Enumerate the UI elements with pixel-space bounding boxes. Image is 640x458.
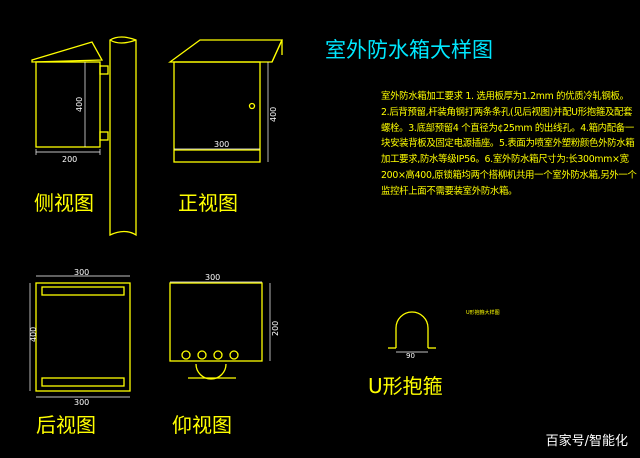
side-view-label: 侧视图 <box>34 191 94 215</box>
side-view: 200 400 侧视图 <box>31 36 137 237</box>
cable-hole-2 <box>197 350 207 360</box>
side-width-label: 200 <box>62 155 77 164</box>
side-height-label: 400 <box>75 97 84 112</box>
watermark: 百家号/智能化 <box>545 434 628 449</box>
pole <box>109 36 137 237</box>
bottom-width-label: 300 <box>205 273 220 282</box>
side-box <box>35 61 101 148</box>
front-height-label: 400 <box>269 107 278 122</box>
cable-hole-3 <box>213 350 223 360</box>
back-view-label: 后视图 <box>36 413 96 437</box>
bottom-view-label: 仰视图 <box>172 413 232 437</box>
bottom-pole <box>195 363 227 380</box>
ubolt-width-label: 90 <box>406 352 415 360</box>
drawing-title: 室外防水箱大样图 <box>325 38 493 62</box>
back-height-label: 400 <box>29 327 38 342</box>
ubolt-label: U形抱箍 <box>368 374 443 398</box>
bottom-view: 300 200 仰视图 <box>169 273 280 437</box>
back-slot-top <box>41 286 125 296</box>
bottom-box <box>169 282 263 362</box>
back-view: 300 300 400 后视图 <box>29 268 131 437</box>
cable-hole-1 <box>181 350 191 360</box>
front-view: 300 400 正视图 <box>168 39 284 215</box>
back-bottom-width-label: 300 <box>74 398 89 407</box>
back-box <box>35 282 131 392</box>
front-view-label: 正视图 <box>178 191 238 215</box>
pole-top <box>109 39 137 44</box>
back-top-width-label: 300 <box>74 268 89 277</box>
ubolt-small-caption: U形抱箍大样图 <box>466 309 500 316</box>
bottom-depth-label: 200 <box>271 321 280 336</box>
side-roof <box>31 41 104 63</box>
front-lock <box>248 102 256 110</box>
ubolt-view: 90 U形抱箍 <box>368 311 443 398</box>
cable-hole-4 <box>229 350 239 360</box>
back-slot-bottom <box>41 377 125 387</box>
side-bracket-top <box>99 65 109 75</box>
processing-notes: 室外防水箱加工要求 1. 选用板厚为1.2mm 的优质冷轧钢板。2.后背预留,杆… <box>381 91 637 197</box>
front-box <box>173 61 261 163</box>
side-bracket-bottom <box>99 131 109 141</box>
front-width-label: 300 <box>214 140 229 149</box>
ubolt-shape <box>395 311 429 348</box>
front-roof <box>168 39 284 63</box>
